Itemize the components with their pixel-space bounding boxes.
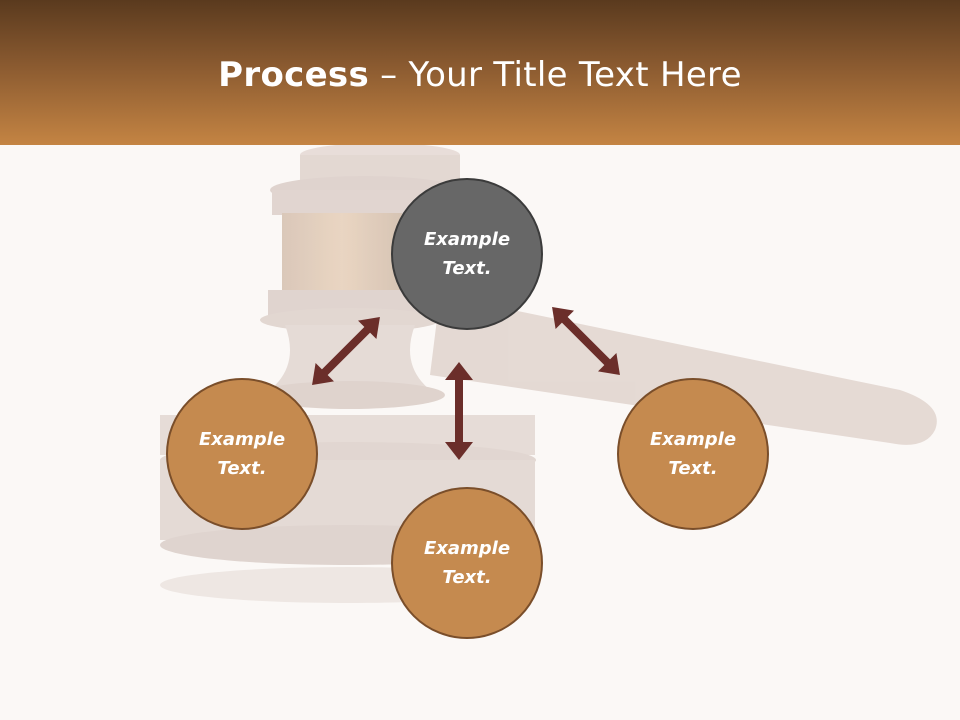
node-right-line1: Example <box>649 429 737 450</box>
header-bar <box>0 0 960 145</box>
node-center-line1: Example <box>423 229 511 250</box>
node-right-line2: Text. <box>668 458 718 479</box>
node-bottom: Example Text. <box>391 487 543 639</box>
node-left: Example Text. <box>166 378 318 530</box>
node-center-line2: Text. <box>442 258 492 279</box>
title-rest: – Your Title Text Here <box>369 55 742 95</box>
node-bottom-line1: Example <box>423 538 511 559</box>
slide-title: Process – Your Title Text Here <box>0 52 960 98</box>
arrow-top-right <box>552 307 620 375</box>
node-bottom-line2: Text. <box>442 567 492 588</box>
arrow-vertical <box>445 362 473 460</box>
node-right: Example Text. <box>617 378 769 530</box>
node-center: Example Text. <box>391 178 543 330</box>
node-left-line2: Text. <box>217 458 267 479</box>
node-left-line1: Example <box>198 429 286 450</box>
arrow-top-left <box>312 317 380 385</box>
title-bold: Process <box>218 55 370 95</box>
